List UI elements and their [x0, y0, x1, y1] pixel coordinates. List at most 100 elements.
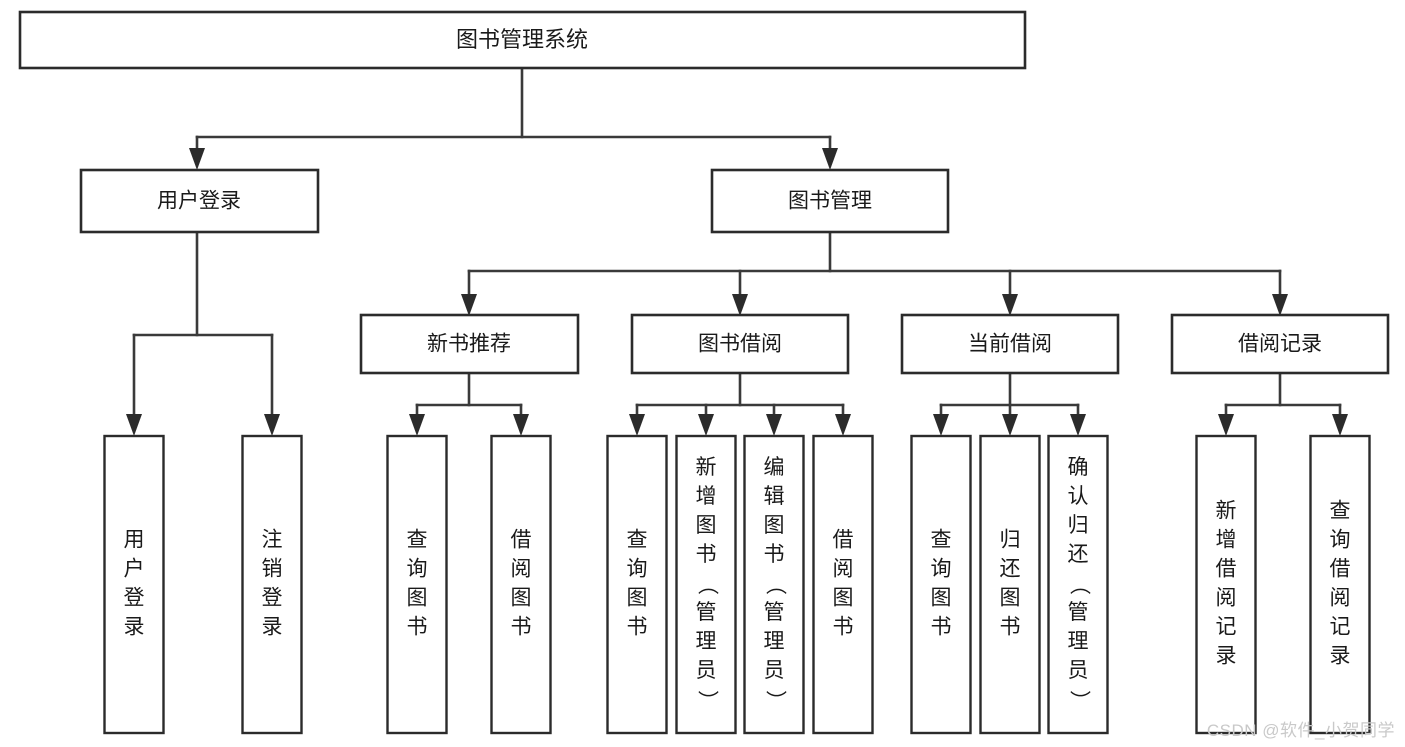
connector-group-root [189, 66, 838, 170]
node-book-borrow[interactable]: 图书借阅 [630, 313, 850, 375]
leaf-label-char: 新 [696, 456, 717, 479]
csdn-watermark: CSDN @软件_小贺同学 [1206, 721, 1395, 740]
leaf-label-char: 图 [511, 587, 532, 610]
leaf-label-char: 录 [124, 616, 145, 639]
leaf-label-char: 记 [1216, 616, 1237, 639]
arrowhead-bookborrow-leaf-4 [835, 414, 851, 436]
leaf-node-box[interactable] [103, 434, 165, 735]
connector-group-new-book [409, 371, 529, 436]
arrowhead-leaf-logout [264, 414, 280, 436]
arrowhead-leaf-user-login [126, 414, 142, 436]
connector-group-current-borrow [933, 371, 1086, 436]
leaf-node-box[interactable] [1195, 434, 1257, 735]
node-book-management[interactable]: 图书管理 [710, 168, 950, 234]
node-current-borrow-box[interactable] [900, 313, 1120, 375]
node-current-borrow[interactable]: 当前借阅 [900, 313, 1120, 375]
connector-group-book-borrow [629, 371, 851, 436]
node-new-book-recommend-label: 新书推荐 [427, 333, 511, 356]
leaf-label-char: 图 [931, 587, 952, 610]
node-new-book-recommend[interactable]: 新书推荐 [359, 313, 580, 375]
node-book-management-box[interactable] [710, 168, 950, 234]
node-root-box[interactable] [18, 10, 1027, 70]
leaf-label-char: 书 [627, 616, 648, 639]
leaf-label-char: 借 [1216, 558, 1237, 581]
connector-group-borrow-record [1218, 371, 1348, 436]
node-user-login[interactable]: 用户登录 [79, 168, 320, 234]
node-borrow-record-box[interactable] [1170, 313, 1390, 375]
node-borrow-record[interactable]: 借阅记录 [1170, 313, 1390, 375]
arrowhead-newbook-leaf-2 [513, 414, 529, 436]
leaf-node-box[interactable] [675, 434, 737, 735]
leaf-node-user-login-1[interactable]: 用户登录 [103, 434, 165, 735]
leaf-node-box[interactable] [1047, 434, 1109, 735]
leaf-label-char: 询 [931, 558, 952, 581]
arrowhead-borrowrecord-leaf-2 [1332, 414, 1348, 436]
leaf-label-char: 管 [696, 601, 717, 624]
leaf-label-char: 借 [833, 529, 854, 552]
leaf-label-char: 归 [1068, 514, 1089, 537]
leaf-node-box[interactable] [386, 434, 448, 735]
arrowhead-new-book [461, 294, 477, 316]
leaf-label-char: 理 [1068, 630, 1089, 653]
node-root-system[interactable]: 图书管理系统 [18, 10, 1027, 70]
leaf-label-char: 图 [764, 514, 785, 537]
leaf-node-box[interactable] [606, 434, 668, 735]
leaf-node-box[interactable] [490, 434, 552, 735]
leaf-label-char: 书 [931, 616, 952, 639]
leaf-label-char: 书 [1000, 616, 1021, 639]
leaf-label-char: 记 [1330, 616, 1351, 639]
leaf-label-char: ） [1067, 690, 1090, 711]
leaf-node-box[interactable] [1309, 434, 1371, 735]
leaf-label-char: 注 [262, 529, 283, 552]
node-current-borrow-label: 当前借阅 [968, 333, 1052, 356]
leaf-label-char: 登 [124, 587, 145, 610]
leaf-node-box[interactable] [812, 434, 874, 735]
leaf-label-char: 阅 [511, 558, 532, 581]
node-root-label: 图书管理系统 [456, 27, 588, 52]
arrowhead-to-login [189, 148, 205, 170]
node-borrow-record-label: 借阅记录 [1238, 333, 1322, 356]
leaf-label-char: 图 [696, 514, 717, 537]
leaf-node-box[interactable] [241, 434, 303, 735]
leaf-label-char: 书 [833, 616, 854, 639]
arrowhead-currentborrow-leaf-1 [933, 414, 949, 436]
leaf-label-char: （ [695, 574, 718, 595]
leaf-label-char: 图 [627, 587, 648, 610]
connector-group-book-management [461, 230, 1288, 316]
arrowhead-current-borrow [1002, 294, 1018, 316]
node-user-login-box[interactable] [79, 168, 320, 234]
leaf-node-label: 用户登录 [124, 529, 145, 639]
leaf-node-box[interactable] [910, 434, 972, 735]
node-book-borrow-box[interactable] [630, 313, 850, 375]
leaf-label-char: 新 [1216, 500, 1237, 523]
leaf-label-char: 书 [407, 616, 428, 639]
leaf-label-char: 员 [696, 659, 717, 682]
arrowhead-borrowrecord-leaf-1 [1218, 414, 1234, 436]
node-new-book-recommend-box[interactable] [359, 313, 580, 375]
leaf-node-box[interactable] [979, 434, 1041, 735]
connector-group-user-login [126, 230, 280, 436]
leaf-label-char: 员 [1068, 659, 1089, 682]
leaf-node-layer: 用户登录注销登录查询图书借阅图书查询图书新增图书（管理员）编辑图书（管理员）借阅… [103, 434, 1371, 735]
leaf-label-char: 管 [1068, 601, 1089, 624]
leaf-node-box[interactable] [743, 434, 805, 735]
leaf-label-char: 还 [1000, 558, 1021, 581]
